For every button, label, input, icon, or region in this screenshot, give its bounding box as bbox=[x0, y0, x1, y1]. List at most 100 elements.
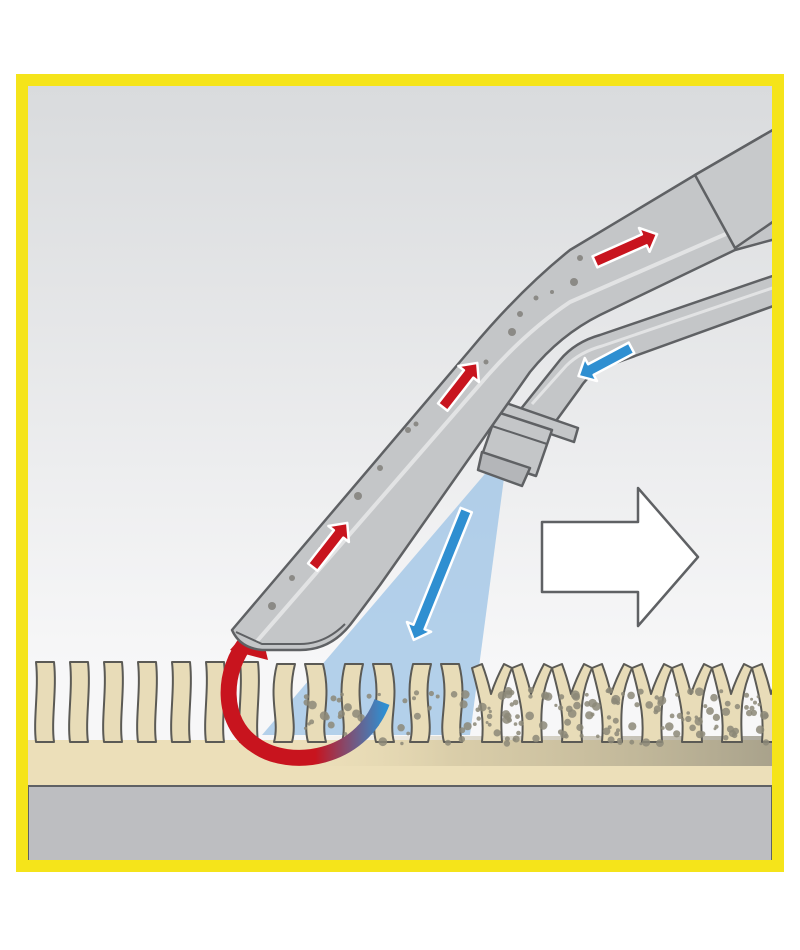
dirt-particle bbox=[486, 713, 493, 719]
dirt-particle bbox=[564, 718, 572, 726]
arrow-right-icon bbox=[306, 521, 351, 573]
water-flow-arrows bbox=[405, 341, 636, 642]
dirt-particle bbox=[596, 734, 600, 739]
dirt-particle bbox=[570, 278, 578, 286]
carpet-fiber bbox=[751, 663, 772, 743]
dirt-particle bbox=[517, 311, 523, 317]
suctioned-dirt bbox=[268, 255, 583, 610]
dirt-particle bbox=[607, 725, 612, 730]
dirt-particle bbox=[485, 721, 489, 724]
dirt-particle bbox=[703, 704, 708, 709]
dirt-particle bbox=[504, 687, 513, 695]
dirt-particle bbox=[757, 702, 761, 707]
dirt-particle bbox=[714, 724, 719, 729]
dirt-particle bbox=[413, 690, 420, 696]
suction-nozzle-body bbox=[230, 128, 772, 652]
dirt-particle bbox=[435, 694, 440, 699]
dirt-particle bbox=[445, 739, 451, 746]
dirt-particle bbox=[694, 717, 703, 726]
dirt-particle bbox=[303, 694, 309, 700]
dirt-particle bbox=[450, 691, 458, 698]
dirt-particle bbox=[577, 255, 583, 261]
dirt-particle bbox=[343, 703, 352, 712]
dirt-particle bbox=[710, 693, 718, 702]
dirt-particle bbox=[612, 717, 619, 724]
dirt-particle bbox=[760, 711, 769, 720]
carpet-fiber bbox=[408, 663, 432, 743]
dirt-particle bbox=[686, 711, 690, 715]
dirt-particle bbox=[753, 700, 757, 705]
dirt-particle bbox=[665, 722, 674, 731]
dirt-particle bbox=[427, 706, 432, 711]
dirt-particle bbox=[721, 707, 731, 716]
dirt-particle bbox=[687, 688, 694, 695]
dirt-particle bbox=[478, 702, 487, 712]
dirt-particle bbox=[645, 701, 653, 709]
dirt-particle bbox=[459, 700, 468, 709]
dirt-particle bbox=[327, 721, 335, 729]
dirt-particle bbox=[719, 689, 724, 694]
dirt-particle bbox=[615, 700, 621, 706]
dirt-particle bbox=[340, 692, 344, 697]
dirt-particle bbox=[558, 705, 564, 711]
dirt-particle bbox=[628, 722, 637, 731]
dirt-particle bbox=[572, 693, 580, 701]
dirt-particle bbox=[487, 722, 492, 727]
dirt-particle bbox=[584, 701, 591, 707]
dirt-particle bbox=[762, 739, 770, 746]
dirt-particle bbox=[654, 695, 659, 700]
dirt-particle bbox=[413, 712, 421, 720]
dirt-particle bbox=[532, 734, 540, 743]
dirt-particle bbox=[503, 740, 511, 747]
dirt-particle bbox=[656, 739, 664, 747]
dirt-particle bbox=[681, 718, 685, 722]
carpet-fiber bbox=[136, 661, 158, 743]
dirt-particle bbox=[755, 725, 765, 734]
dirt-particle bbox=[323, 714, 330, 721]
dirt-particle bbox=[606, 687, 613, 694]
floor bbox=[28, 785, 772, 860]
dirt-particle bbox=[509, 702, 514, 707]
dirt-particle bbox=[744, 692, 750, 698]
dirt-particle bbox=[614, 731, 620, 737]
dirt-particle bbox=[657, 696, 667, 705]
dirt-particle bbox=[712, 713, 721, 722]
arrow-right-icon bbox=[591, 226, 659, 269]
carpet-fiber bbox=[272, 663, 296, 743]
carpet-fiber bbox=[440, 663, 464, 743]
dirt-particle bbox=[405, 427, 411, 433]
dirt-particle bbox=[472, 722, 477, 726]
dirt-particle bbox=[475, 707, 481, 713]
dirt-particle bbox=[343, 732, 348, 736]
suction-flow-arrows bbox=[306, 226, 659, 573]
dirt-particle bbox=[525, 711, 534, 721]
dirt-particle bbox=[397, 724, 405, 732]
carpet-fiber bbox=[34, 661, 56, 743]
dirt-particle bbox=[488, 709, 492, 714]
hose-coupling bbox=[693, 128, 772, 250]
dirt-particle bbox=[268, 602, 276, 610]
carpet-fibers bbox=[34, 661, 772, 743]
dirt-particle bbox=[557, 729, 564, 735]
dirt-particle bbox=[518, 720, 524, 726]
dirt-particle bbox=[639, 742, 643, 746]
dirt-particle bbox=[675, 692, 680, 697]
dirt-particle bbox=[573, 701, 581, 710]
dirt-particle bbox=[734, 703, 741, 710]
dirt-particle bbox=[402, 698, 408, 704]
dirt-particle bbox=[338, 710, 345, 718]
dirt-particle bbox=[590, 712, 595, 717]
dirt-particle bbox=[533, 295, 539, 301]
dirt-particle bbox=[606, 715, 612, 720]
dirt-particle bbox=[669, 713, 675, 719]
arrow-right-outline-icon bbox=[540, 486, 700, 628]
frame-border bbox=[16, 74, 784, 872]
dirt-particle bbox=[412, 696, 416, 701]
dirt-particle bbox=[527, 687, 534, 693]
dirt-particle bbox=[476, 716, 481, 721]
dirt-particle bbox=[673, 730, 681, 738]
dirt-particle bbox=[584, 692, 589, 697]
dirt-particle bbox=[538, 721, 548, 730]
dirt-particle bbox=[483, 359, 489, 365]
